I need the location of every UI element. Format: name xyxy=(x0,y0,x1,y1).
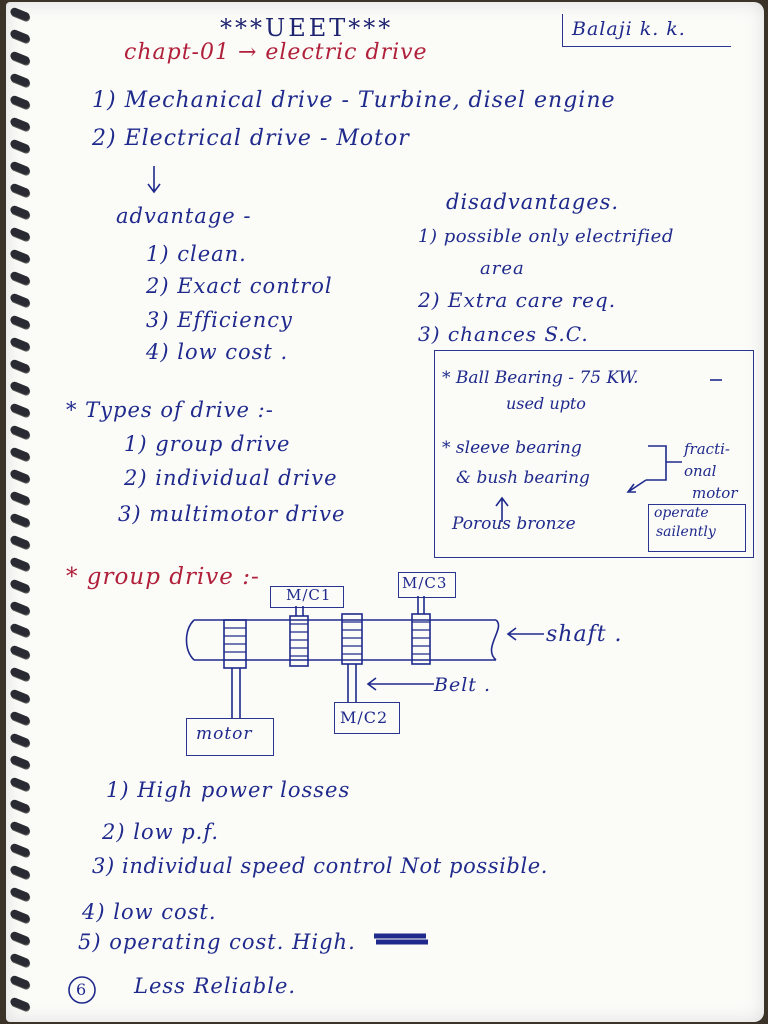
group-point: 2) low p.f. xyxy=(102,820,220,844)
group-point: 3) individual speed control Not possible… xyxy=(92,854,549,878)
mc1-box xyxy=(270,586,344,608)
disadvantage-item: 2) Extra care req. xyxy=(418,288,617,312)
operate-silently-box xyxy=(648,504,746,552)
bearing-notes-box xyxy=(434,350,754,558)
porous-arrow xyxy=(495,496,509,522)
type-item: 1) group drive xyxy=(124,432,291,456)
types-heading: * Types of drive :- xyxy=(66,398,274,422)
fractional-note-2: onal xyxy=(684,462,717,480)
disadvantage-item: 3) chances S.C. xyxy=(418,322,589,346)
advantages-heading: advantage - xyxy=(116,204,252,228)
motor-label: motor xyxy=(196,724,253,744)
type-item: 2) individual drive xyxy=(124,466,338,490)
group-point: 4) low cost. xyxy=(82,900,217,924)
group-point: Less Reliable. xyxy=(134,974,297,998)
type-item: 3) multimotor drive xyxy=(118,502,346,526)
brace-arrow xyxy=(626,479,647,493)
group-drive-diagram xyxy=(68,166,722,1004)
author-box xyxy=(562,14,731,47)
porous-bronze-note: Porous bronze xyxy=(452,514,576,534)
disadvantages-heading: disadvantages. xyxy=(446,190,620,214)
chapter-heading: chapt-01 → electric drive xyxy=(124,40,428,65)
pulley-3 xyxy=(341,613,363,665)
mc1-label: M/C1 xyxy=(286,586,332,604)
advantage-item: 4) low cost . xyxy=(146,340,289,364)
fractional-note-3: motor xyxy=(692,484,738,502)
pulley-2 xyxy=(289,615,309,667)
advantage-item: 3) Efficiency xyxy=(146,308,293,332)
disadvantage-item: 1) possible only electrified xyxy=(418,226,674,247)
strikeout-scribble xyxy=(374,933,428,945)
operate-silently-note: operate xyxy=(654,505,709,521)
drive-kind-2: 2) Electrical drive - Motor xyxy=(92,126,410,151)
bush-bearing-note: & bush bearing xyxy=(456,468,590,488)
sleeve-bearing-note: * sleeve bearing xyxy=(442,438,582,458)
mc2-belt xyxy=(347,664,357,702)
down-arrow xyxy=(147,166,161,194)
shaft-left-end xyxy=(185,619,195,661)
mc3-box xyxy=(398,572,456,598)
shaft-arrow xyxy=(506,627,544,641)
group-point: 1) High power losses xyxy=(106,778,351,802)
mc3-label: M/C3 xyxy=(402,574,448,592)
group-point: 5) operating cost. High. xyxy=(78,930,356,954)
author-name: Balaji k. k. xyxy=(572,18,686,40)
pulley-hatching xyxy=(224,621,430,661)
disadvantage-item: area xyxy=(480,258,525,279)
motor-box xyxy=(186,718,274,756)
shaft-label: shaft . xyxy=(546,622,623,647)
operate-silently-note-2: sailently xyxy=(656,524,716,540)
bearing-brace xyxy=(646,445,682,481)
drive-kind-1: 1) Mechanical drive - Turbine, disel eng… xyxy=(92,88,616,113)
motor-belt xyxy=(231,668,241,718)
notebook-page: ***UEET*** Balaji k. k. chapt-01 → elect… xyxy=(6,2,764,1022)
belt-arrow xyxy=(366,677,434,691)
point-6-number: 6 xyxy=(76,980,88,999)
mc2-label: M/C2 xyxy=(340,708,389,727)
advantage-item: 2) Exact control xyxy=(146,274,333,298)
belt-label: Belt . xyxy=(434,674,491,696)
advantage-item: 1) clean. xyxy=(146,242,247,266)
mc3-belt xyxy=(417,596,425,614)
ball-bearing-used-upto: used upto xyxy=(506,394,586,413)
pulley-4 xyxy=(411,613,431,665)
shaft-right-end xyxy=(490,619,500,661)
page-title: ***UEET*** xyxy=(220,14,394,42)
fractional-note: fracti- xyxy=(684,440,730,458)
mc1-belt xyxy=(295,606,304,616)
mc2-box xyxy=(334,702,400,734)
group-drive-heading: * group drive :- xyxy=(66,564,260,590)
point-6-circle xyxy=(68,976,96,1004)
ball-bearing-note: * Ball Bearing - 75 KW. xyxy=(442,368,639,388)
